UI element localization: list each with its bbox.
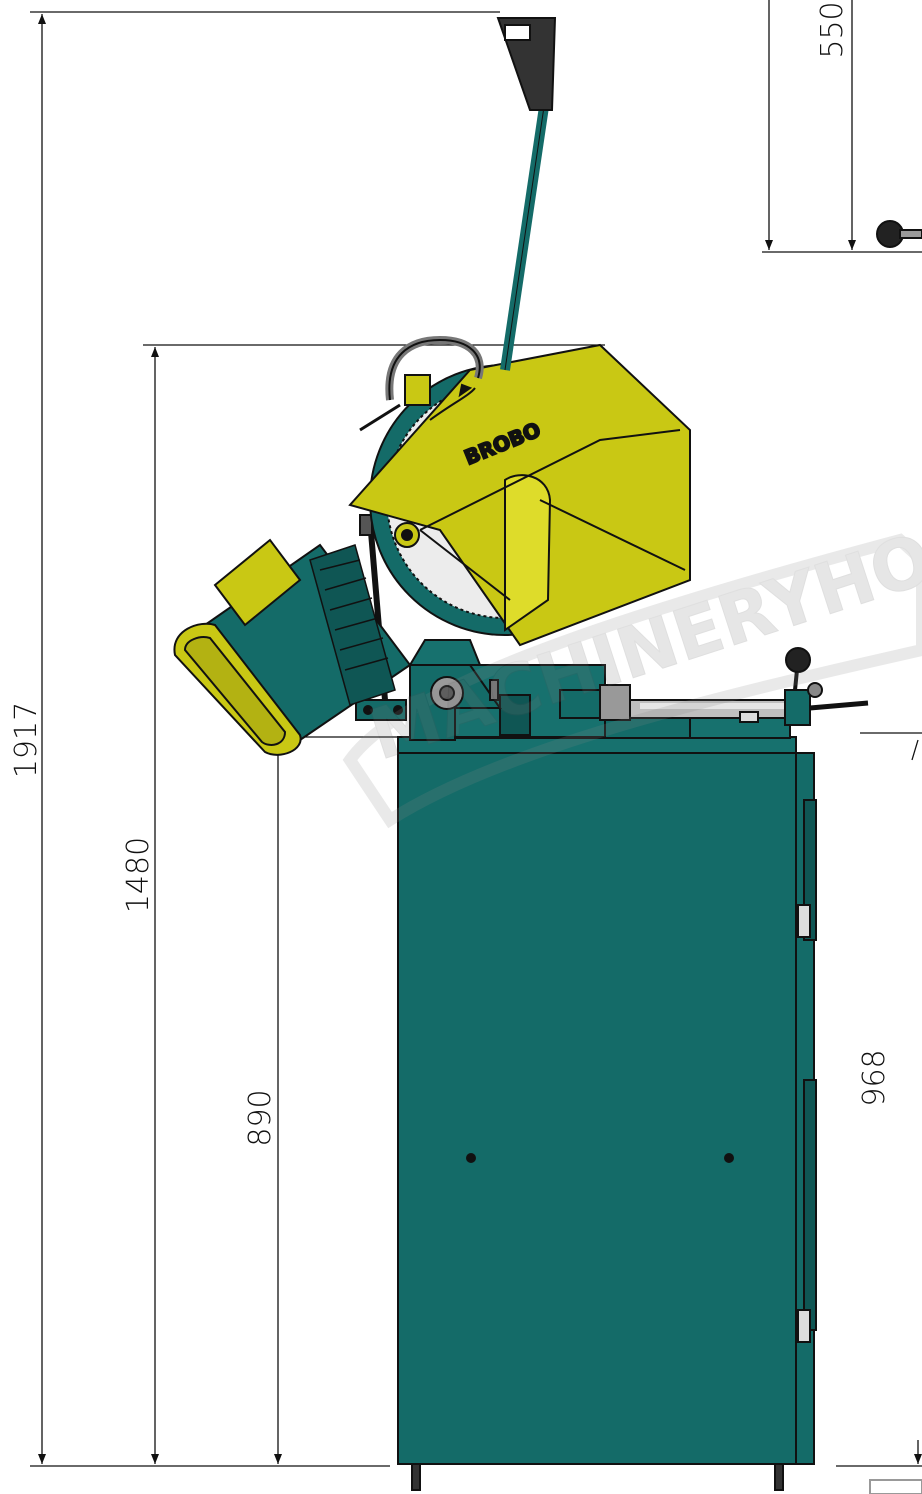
dimension-table bbox=[268, 736, 400, 1464]
dim-label-table: 890 bbox=[243, 1089, 278, 1146]
dimension-lift bbox=[762, 0, 922, 253]
blade-head: BROBO bbox=[348, 343, 691, 647]
motor-fins bbox=[309, 544, 396, 706]
dim-label-right: 968 bbox=[857, 1049, 892, 1106]
vise-knob-icon bbox=[785, 647, 811, 673]
cabinet-bolt-icon bbox=[724, 1153, 734, 1163]
dim-label-overall: 1917 bbox=[9, 702, 44, 778]
dim-label-head: 1480 bbox=[121, 837, 156, 913]
cabinet-feet bbox=[411, 1463, 784, 1491]
rotation-arrow-icon bbox=[458, 383, 473, 398]
vise bbox=[559, 647, 869, 726]
lifting-hook bbox=[359, 335, 484, 432]
pivot-block bbox=[408, 639, 502, 741]
title-block-corner bbox=[869, 1479, 922, 1494]
cabinet bbox=[397, 736, 817, 1465]
dimension-right bbox=[836, 732, 922, 1467]
operating-handle bbox=[496, 17, 557, 371]
cabinet-bolt-icon bbox=[466, 1153, 476, 1163]
motor bbox=[173, 538, 412, 756]
dimension-head bbox=[143, 344, 605, 1464]
dimension-overall bbox=[30, 11, 500, 1467]
stop-knob bbox=[876, 220, 922, 248]
dim-label-lift: 550 bbox=[815, 1, 850, 58]
